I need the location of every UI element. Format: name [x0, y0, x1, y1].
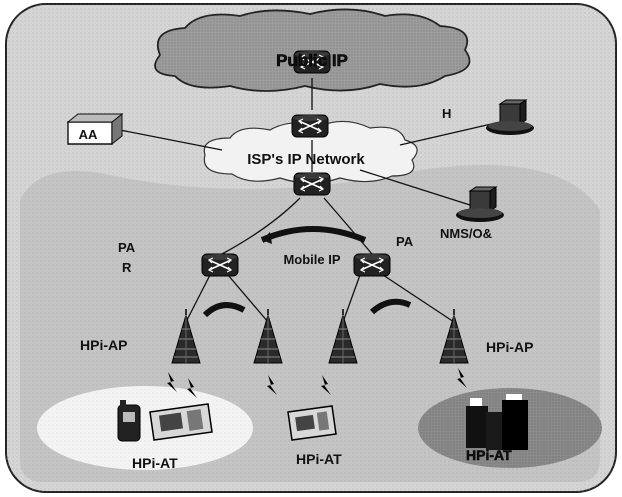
mobile-ip-label: Mobile IP: [283, 252, 340, 267]
hpi-ap-left-label: HPi-AP: [80, 337, 127, 353]
hpi-at-right-label: HPi-AT: [466, 447, 512, 463]
pa-left-label: PA: [118, 240, 136, 255]
public-ip-label: Public IP: [276, 51, 348, 70]
router-core-icon: [291, 114, 329, 138]
router-pa-right-icon: [353, 253, 391, 277]
hpi-at-center-label: HPi-AT: [296, 451, 342, 467]
handover-arrow-left: [202, 302, 246, 318]
isp-network-cloud: [203, 120, 418, 184]
r-left-label: R: [122, 260, 132, 275]
phone-terminal-icon: [117, 400, 141, 442]
handover-arrow-right: [370, 298, 412, 315]
card-terminal-left-icon: [149, 403, 213, 441]
network-links: [119, 78, 501, 323]
router-isp-icon: [293, 172, 331, 196]
nms-label: NMS/O&: [440, 226, 492, 241]
terminal-cluster-right-icon: [466, 394, 528, 450]
router-pa-left-icon: [201, 253, 239, 277]
card-terminal-center-icon: [287, 405, 337, 441]
hpi-ap-right-label: HPi-AP: [486, 339, 533, 355]
isp-network-label: ISP's IP Network: [247, 151, 365, 168]
mobile-ip-arrow: [260, 226, 367, 243]
h-label: H: [442, 106, 451, 121]
aaa-label: AA: [79, 127, 98, 142]
aaa-server-icon: [66, 112, 124, 146]
hpi-at-left-label: HPi-AT: [132, 455, 178, 471]
pa-right-label: PA: [396, 234, 414, 249]
